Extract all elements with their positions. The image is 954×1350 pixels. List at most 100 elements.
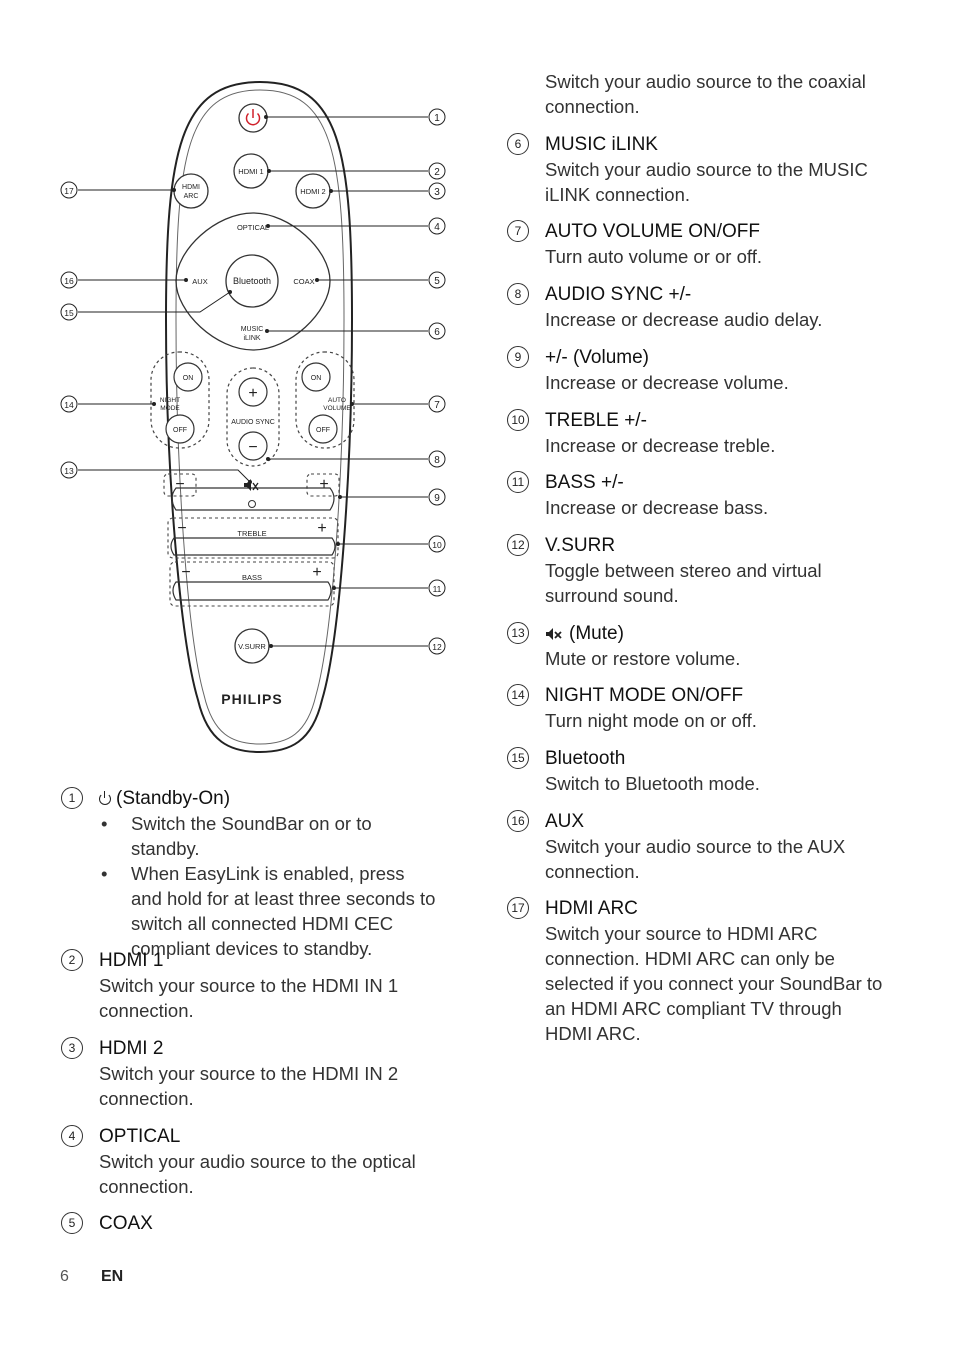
entry-number: 3: [61, 1037, 83, 1059]
entry-title-text: (Standby-On): [116, 788, 231, 809]
auto-off-button[interactable]: OFF: [308, 414, 338, 444]
remote-control-diagram: HDMI 1 HDMI 2 HDMI ARC OPTICAL AUX COAX …: [60, 80, 446, 754]
entry-description: Switch your source to HDMI ARC connectio…: [545, 923, 883, 1044]
callout-11: 11: [428, 579, 446, 597]
optical-button[interactable]: OPTICAL: [237, 223, 269, 232]
entry-description: Increase or decrease bass.: [545, 497, 769, 518]
callout-3: 3: [428, 182, 446, 200]
svg-text:HDMI: HDMI: [182, 184, 200, 191]
entry-title: MUSIC iLINK: [545, 134, 658, 155]
entry-title: TREBLE +/-: [545, 410, 647, 431]
entry-title: V.SURR: [545, 535, 616, 556]
svg-text:16: 16: [64, 276, 74, 286]
entry-title: AUDIO SYNC +/-: [545, 284, 692, 305]
callout-5: 5: [428, 271, 446, 289]
svg-text:ON: ON: [183, 375, 194, 382]
treble-group: [167, 517, 339, 559]
audio-sync-group: [226, 367, 280, 467]
volume-plus-zone[interactable]: [306, 473, 340, 497]
entry-description: Turn night mode on or off.: [545, 710, 757, 731]
svg-text:6: 6: [434, 327, 440, 338]
night-mode-group: [150, 351, 210, 449]
entry-number: 9: [507, 346, 529, 368]
treble-rocker[interactable]: [170, 537, 336, 556]
hdmi-arc-button[interactable]: HDMI ARC: [173, 173, 209, 209]
entry-bullets: Switch the SoundBar on or to standby. Wh…: [99, 811, 439, 961]
entry-title: NIGHT MODE ON/OFF: [545, 685, 744, 706]
svg-text:15: 15: [64, 308, 74, 318]
entry-hdmi2: 3 HDMI 2 Switch your source to the HDMI …: [61, 1036, 439, 1111]
remote-body-inner: [175, 89, 345, 745]
entry-title: (Mute): [545, 621, 885, 646]
volume-plus-sign: +: [319, 476, 328, 493]
night-off-button[interactable]: OFF: [165, 414, 195, 444]
bass-rocker[interactable]: [172, 581, 332, 601]
entry-title: HDMI 1: [99, 950, 164, 971]
entry-description: Switch your audio source to the AUX conn…: [545, 836, 846, 882]
svg-text:5: 5: [434, 276, 440, 287]
entry-description: Switch your audio source to the MUSIC iL…: [545, 159, 868, 205]
svg-text:3: 3: [434, 187, 440, 198]
entry-number: 13: [507, 622, 529, 644]
entry-coax: 5 COAX: [61, 1211, 439, 1236]
callout-2: 2: [428, 162, 446, 180]
svg-text:4: 4: [434, 222, 440, 233]
night-mode-label: NIGHT: [160, 397, 180, 404]
svg-text:ON: ON: [311, 375, 322, 382]
callout-13: 13: [60, 461, 78, 479]
svg-text:9: 9: [434, 493, 440, 504]
hdmi2-button[interactable]: HDMI 2: [295, 173, 331, 209]
svg-text:V.SURR: V.SURR: [238, 642, 266, 651]
entry-title: (Standby-On): [99, 786, 439, 811]
audio-sync-minus-button[interactable]: −: [238, 431, 268, 461]
entry-vsurr: 12 V.SURR Toggle between stereo and virt…: [507, 533, 885, 608]
entry-standby: 1 (Standby-On) Switch the SoundBar on or…: [61, 786, 439, 961]
entry-description: Increase or decrease volume.: [545, 372, 789, 393]
entry-title: +/- (Volume): [545, 347, 650, 368]
coax-button[interactable]: COAX: [293, 277, 314, 286]
entry-description: Switch your audio source to the optical …: [99, 1151, 416, 1197]
svg-text:7: 7: [434, 400, 440, 411]
entry-bluetooth: 15 Bluetooth Switch to Bluetooth mode.: [507, 746, 885, 796]
night-on-button[interactable]: ON: [173, 362, 203, 392]
entry-aux: 16 AUX Switch your audio source to the A…: [507, 809, 885, 884]
bluetooth-button[interactable]: Bluetooth: [225, 254, 279, 308]
entry-number: 17: [507, 897, 529, 919]
source-diamond: [175, 212, 331, 351]
callout-12: 12: [428, 637, 446, 655]
entry-number: 12: [507, 534, 529, 556]
entry-treble: 10 TREBLE +/- Increase or decrease trebl…: [507, 408, 885, 458]
entry-title: AUX: [545, 811, 585, 832]
power-icon: [99, 791, 111, 805]
callout-9: 9: [428, 488, 446, 506]
hdmi1-button[interactable]: HDMI 1: [233, 153, 269, 189]
bass-label: BASS: [242, 573, 262, 582]
entry-number: 10: [507, 409, 529, 431]
entry-number: 8: [507, 283, 529, 305]
entry-description: Turn auto volume or or off.: [545, 246, 762, 267]
audio-sync-plus-button[interactable]: +: [238, 377, 268, 407]
music-ilink-button[interactable]: MUSIC iLINK: [241, 326, 264, 342]
svg-text:11: 11: [433, 584, 442, 594]
svg-text:MUSIC: MUSIC: [241, 326, 264, 333]
audio-sync-label: AUDIO SYNC: [231, 419, 275, 426]
svg-text:10: 10: [432, 540, 442, 550]
entry-number: 16: [507, 810, 529, 832]
entry-music-ilink: 6 MUSIC iLINK Switch your audio source t…: [507, 132, 885, 207]
volume-minus-sign: −: [175, 476, 184, 493]
entry-title: COAX: [99, 1213, 153, 1234]
entry-number: 7: [507, 220, 529, 242]
entry-coax-continued: Switch your audio source to the coaxial …: [545, 69, 885, 119]
power-button[interactable]: [238, 103, 268, 133]
aux-button[interactable]: AUX: [192, 277, 207, 286]
volume-minus-zone[interactable]: [163, 473, 197, 497]
callout-6: 6: [428, 322, 446, 340]
svg-text:Bluetooth: Bluetooth: [233, 276, 271, 286]
svg-text:OFF: OFF: [173, 427, 187, 434]
callout-dots: [152, 115, 354, 648]
auto-on-button[interactable]: ON: [301, 362, 331, 392]
vsurr-button[interactable]: V.SURR: [234, 628, 270, 664]
callout-7: 7: [428, 395, 446, 413]
entry-optical: 4 OPTICAL Switch your audio source to th…: [61, 1124, 439, 1199]
entry-audio-sync: 8 AUDIO SYNC +/- Increase or decrease au…: [507, 282, 885, 332]
